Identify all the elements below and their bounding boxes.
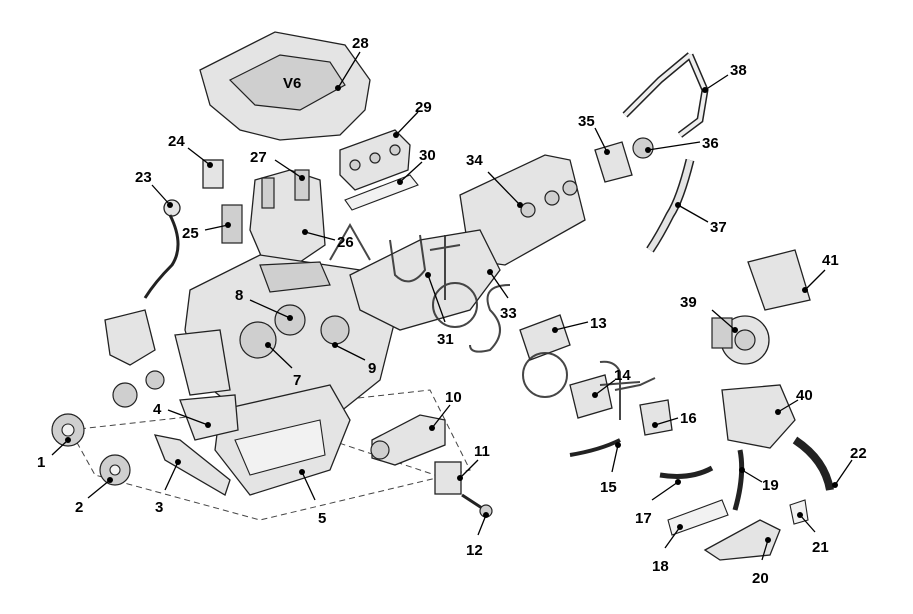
callout-21: 21 bbox=[812, 539, 829, 556]
callout-36: 36 bbox=[702, 135, 719, 152]
exhaust-gasket bbox=[667, 499, 729, 536]
callout-3: 3 bbox=[155, 499, 163, 516]
callout-15: 15 bbox=[600, 479, 617, 496]
timing-guide bbox=[153, 434, 231, 496]
callout-8: 8 bbox=[235, 287, 243, 304]
callout-37: 37 bbox=[710, 219, 727, 236]
callout-20: 20 bbox=[752, 570, 769, 587]
thermostat-housing bbox=[594, 141, 633, 183]
callout-19: 19 bbox=[762, 477, 779, 494]
callout-35: 35 bbox=[578, 113, 595, 130]
oil-pump bbox=[370, 414, 446, 466]
callout-2: 2 bbox=[75, 499, 83, 516]
callout-27: 27 bbox=[250, 149, 267, 166]
callout-13: 13 bbox=[590, 315, 607, 332]
callout-26: 26 bbox=[337, 234, 354, 251]
exhaust-elbow bbox=[792, 436, 834, 491]
callout-12: 12 bbox=[466, 542, 483, 559]
exhaust-manifold bbox=[721, 384, 796, 449]
egr-actuator bbox=[639, 399, 673, 436]
downpipe bbox=[732, 449, 745, 511]
callout-30: 30 bbox=[419, 147, 436, 164]
callout-17: 17 bbox=[635, 510, 652, 527]
heat-shield bbox=[703, 519, 781, 561]
callout-9: 9 bbox=[368, 360, 376, 377]
egr-valve bbox=[569, 374, 613, 419]
intake-manifold bbox=[249, 169, 326, 263]
callouts: 1 2 3 4 5 7 8 9 10 11 12 13 14 15 16 17 bbox=[37, 35, 867, 587]
callout-39: 39 bbox=[680, 294, 697, 311]
engine-cover: V6 bbox=[199, 31, 371, 141]
egr-cooler bbox=[519, 314, 571, 361]
engine-block bbox=[184, 254, 401, 421]
dipstick-tube bbox=[143, 199, 181, 299]
sensor-housing bbox=[434, 461, 462, 495]
callout-5: 5 bbox=[318, 510, 326, 527]
callout-7: 7 bbox=[293, 372, 301, 389]
callout-1: 1 bbox=[37, 454, 45, 471]
callout-33: 33 bbox=[500, 305, 517, 322]
cylinder-head bbox=[459, 154, 586, 266]
callout-28: 28 bbox=[352, 35, 369, 52]
timing-components bbox=[104, 309, 239, 441]
bolt bbox=[461, 493, 493, 518]
callout-25: 25 bbox=[182, 225, 199, 242]
callout-40: 40 bbox=[796, 387, 813, 404]
turbocharger bbox=[711, 315, 770, 365]
callout-31: 31 bbox=[437, 331, 454, 348]
callout-18: 18 bbox=[652, 558, 669, 575]
head-assembly bbox=[349, 229, 501, 331]
turbo-heat-shield bbox=[747, 249, 811, 311]
valve-cover-left bbox=[339, 129, 411, 191]
callout-24: 24 bbox=[168, 133, 185, 150]
callout-11: 11 bbox=[474, 443, 490, 460]
oil-filter bbox=[202, 159, 243, 244]
callout-22: 22 bbox=[850, 445, 867, 462]
egr-pipe bbox=[569, 438, 621, 457]
callout-29: 29 bbox=[415, 99, 432, 116]
callout-34: 34 bbox=[466, 152, 483, 169]
oil-pan bbox=[214, 384, 351, 496]
callout-41: 41 bbox=[822, 252, 839, 269]
cover-badge: V6 bbox=[283, 75, 301, 92]
watermark bbox=[329, 222, 656, 420]
callout-14: 14 bbox=[614, 367, 631, 384]
callout-4: 4 bbox=[153, 401, 162, 418]
callout-23: 23 bbox=[135, 169, 152, 186]
callout-10: 10 bbox=[445, 389, 462, 406]
callout-16: 16 bbox=[680, 410, 697, 427]
callout-38: 38 bbox=[730, 62, 747, 79]
crossover-pipe bbox=[659, 465, 714, 479]
